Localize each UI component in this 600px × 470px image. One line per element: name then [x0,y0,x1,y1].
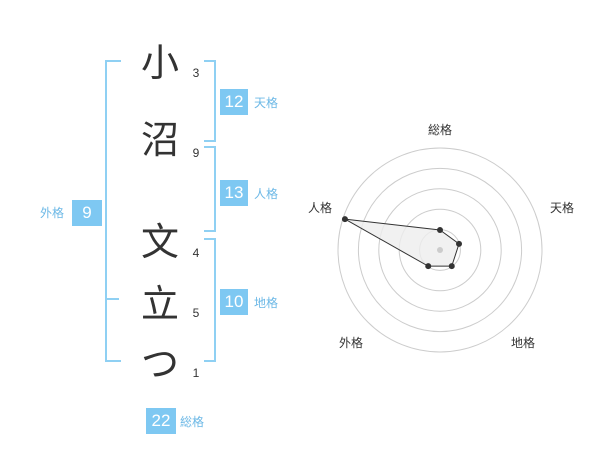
name-char-1: 小 [140,41,179,85]
radar-point-2 [448,263,455,270]
radar-axis-label-4: 人格 [307,201,332,215]
stroke-count-1: 3 [192,66,200,80]
radar-point-0 [437,227,443,234]
name-char-5: つ [140,342,179,386]
radar-point-3 [425,263,432,270]
radar-grid-ring-3 [378,188,502,312]
soukaku-value: 22 [146,408,176,434]
stroke-count-2: 9 [192,146,200,160]
name-char-4: 立 [140,282,179,326]
tenkaku-label: 天格 [254,96,279,110]
radar-axis-label-1: 天格 [549,201,574,215]
radar-point-4 [341,216,348,223]
radar-area [344,218,460,267]
stroke-count-3: 4 [192,246,200,260]
stroke-count-4: 5 [192,306,200,320]
chikaku-bracket [204,238,216,362]
radar-grid-ring-4 [357,167,523,333]
radar-center-dot [437,247,443,253]
name-char-3: 文 [140,220,179,264]
jinkaku-label: 人格 [254,187,279,201]
chikaku-value: 10 [220,289,248,315]
stroke-count-5: 1 [192,366,200,380]
radar-grid-ring-5 [337,147,543,353]
gaikaku-bracket-tick [105,298,119,300]
gaikaku-bracket [105,60,121,362]
chikaku-label: 地格 [254,296,279,310]
gaikaku-label: 外格 [40,206,65,220]
tenkaku-bracket [204,60,216,142]
soukaku-label: 総格 [180,415,205,429]
radar-axis-label-0: 総格 [427,123,452,137]
jinkaku-value: 13 [220,180,248,206]
radar-chart [337,147,543,353]
radar-axis-label-3: 外格 [338,336,363,350]
radar-axis-label-2: 地格 [510,336,535,350]
gaikaku-value: 9 [72,200,102,226]
jinkaku-bracket [204,146,216,232]
tenkaku-value: 12 [220,89,248,115]
name-char-2: 沼 [140,118,179,162]
radar-point-1 [456,240,463,247]
